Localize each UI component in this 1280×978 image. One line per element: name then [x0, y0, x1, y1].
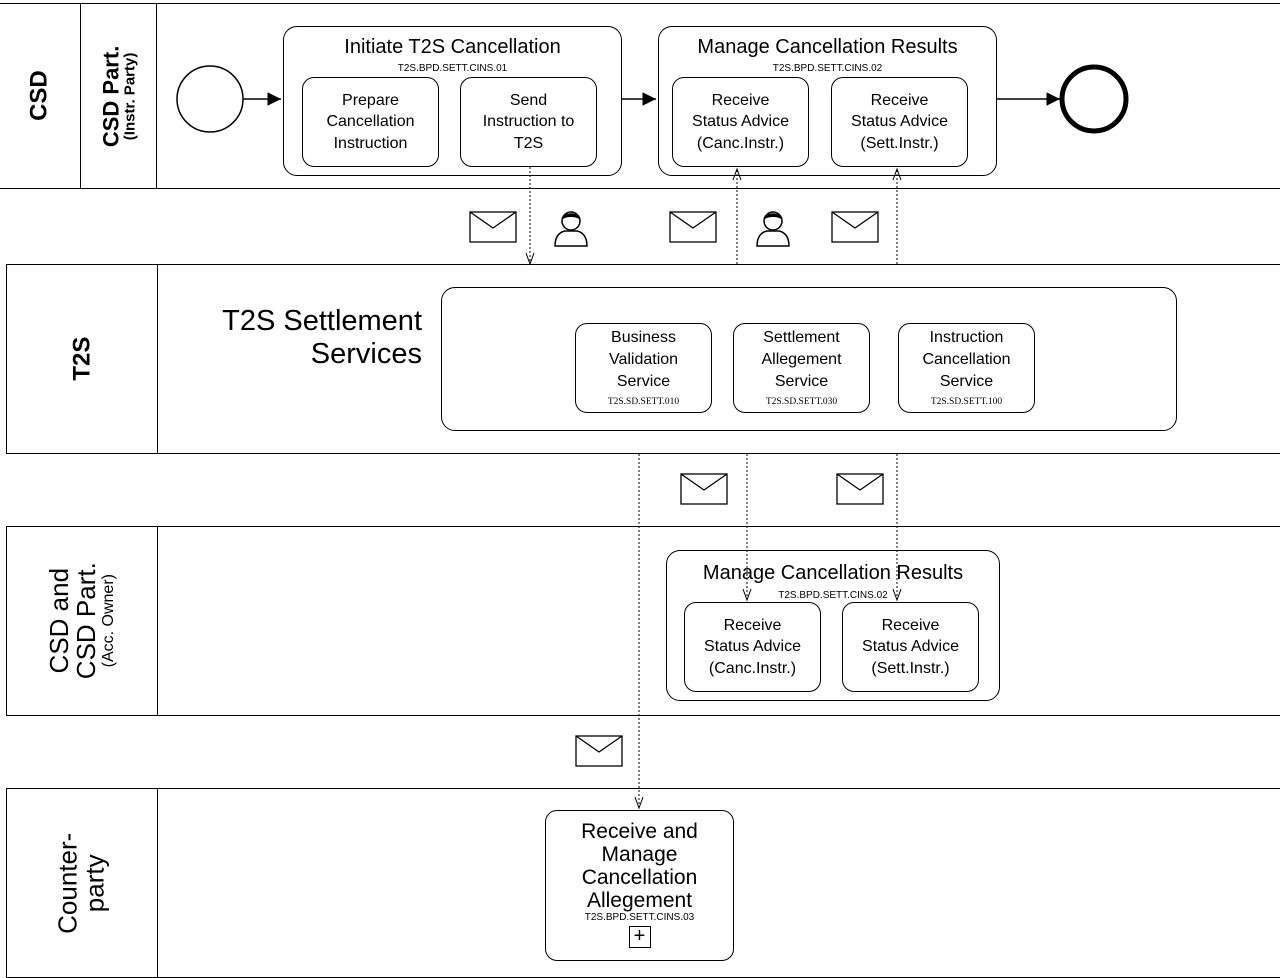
process-code: T2S.BPD.SETT.CINS.03: [584, 912, 695, 924]
csd-pool: CSD CSD Part. (Instr. Party): [0, 3, 1280, 189]
counterparty-label-line: Counter-: [52, 832, 83, 934]
acc-owner-receive-status-sett-task[interactable]: Receive Status Advice (Sett.Instr.): [842, 602, 979, 692]
acc-owner-receive-status-canc-task[interactable]: Receive Status Advice (Canc.Instr.): [684, 602, 821, 692]
acc-owner-label-line: CSD Part.: [71, 562, 102, 680]
service-label: Validation: [608, 351, 679, 369]
acc-owner-label-sub: (Acc. Owner): [99, 574, 117, 668]
acc-owner-manage-results-code: T2S.BPD.SETT.CINS.02: [778, 590, 888, 601]
person-icon: [554, 211, 588, 247]
service-label: Business: [611, 329, 676, 347]
task-label: (Canc.Instr.): [708, 659, 797, 677]
counterparty-pool-label: Counter- party: [7, 789, 158, 977]
person-icon: [756, 211, 790, 247]
task-label: Status Advice: [704, 638, 801, 656]
task-label: (Canc.Instr.): [696, 134, 785, 152]
t2s-pool-title: T2S: [68, 336, 96, 382]
settlement-allegement-service[interactable]: Settlement Allegement Service T2S.SD.SET…: [733, 323, 870, 413]
receive-manage-allegement-subprocess[interactable]: Receive and Manage Cancellation Allegeme…: [545, 810, 734, 961]
service-code: T2S.SD.SETT.030: [765, 396, 838, 407]
message-arrowhead: [525, 252, 535, 266]
acc-owner-pool-label: CSD and CSD Part. (Acc. Owner): [7, 527, 158, 715]
t2s-pool-label: T2S: [7, 265, 158, 453]
csd-part-lane-title: CSD Part.: [98, 45, 124, 147]
acc-owner-label-line: CSD and: [44, 568, 75, 674]
service-code: T2S.SD.SETT.100: [930, 396, 1003, 407]
service-label: Service: [939, 373, 994, 391]
initiate-cancellation-code: T2S.BPD.SETT.CINS.01: [397, 63, 508, 74]
envelope-icon: [831, 211, 879, 243]
task-label: (Sett.Instr.): [860, 134, 939, 152]
task-label: Cancellation: [326, 113, 415, 131]
csd-part-lane-label: CSD Part. (Instr. Party): [81, 4, 157, 188]
task-label: Instruction to: [482, 113, 575, 131]
service-code: T2S.SD.SETT.010: [607, 396, 680, 407]
title-line: Services: [310, 338, 422, 371]
envelope-icon: [575, 735, 623, 767]
process-label: Manage: [601, 843, 678, 867]
process-label: Cancellation: [581, 866, 698, 890]
manage-results-title: Manage Cancellation Results: [697, 36, 958, 58]
title-line: T2S Settlement: [222, 305, 422, 337]
task-label: Instruction: [333, 134, 408, 152]
t2s-pool: T2S: [6, 264, 1280, 454]
task-label: Prepare: [342, 91, 399, 109]
task-label: (Sett.Instr.): [871, 659, 950, 677]
receive-status-sett-task[interactable]: Receive Status Advice (Sett.Instr.): [831, 77, 968, 167]
task-label: Status Advice: [692, 113, 789, 131]
service-label: Instruction: [929, 329, 1004, 347]
service-label: Service: [616, 373, 671, 391]
acc-owner-manage-results-title: Manage Cancellation Results: [702, 562, 964, 584]
counterparty-label-line: party: [80, 854, 110, 912]
task-label: Status Advice: [851, 113, 948, 131]
task-label: Status Advice: [862, 638, 959, 656]
manage-results-code: T2S.BPD.SETT.CINS.02: [772, 63, 883, 74]
send-instruction-task[interactable]: Send Instruction to T2S: [460, 77, 597, 167]
envelope-icon: [836, 473, 884, 505]
envelope-icon: [680, 473, 728, 505]
task-label: Receive: [711, 91, 770, 109]
instruction-cancellation-service[interactable]: Instruction Cancellation Service T2S.SD.…: [898, 323, 1035, 413]
task-label: Receive: [881, 616, 940, 634]
csd-pool-title: CSD: [25, 70, 53, 122]
task-label: T2S: [513, 134, 544, 152]
envelope-icon: [669, 211, 717, 243]
service-label: Settlement: [763, 329, 840, 347]
task-label: Receive: [723, 616, 782, 634]
service-label: Cancellation: [922, 351, 1011, 369]
receive-status-canc-task[interactable]: Receive Status Advice (Canc.Instr.): [672, 77, 809, 167]
service-label: Service: [774, 373, 829, 391]
task-label: Receive: [870, 91, 929, 109]
process-label: Receive and: [581, 820, 698, 843]
envelope-icon: [469, 211, 517, 243]
t2s-services-title: T2S Settlement Services: [160, 305, 422, 372]
business-validation-service[interactable]: Business Validation Service T2S.SD.SETT.…: [575, 323, 712, 413]
csd-pool-label: CSD: [0, 4, 81, 188]
task-label: Send: [509, 91, 548, 109]
initiate-cancellation-title: Initiate T2S Cancellation: [344, 36, 561, 58]
csd-part-lane-subtitle: (Instr. Party): [121, 52, 139, 140]
collapsed-subprocess-marker[interactable]: +: [628, 926, 651, 949]
process-label: Allegement: [586, 889, 693, 913]
acc-owner-pool: CSD and CSD Part. (Acc. Owner): [6, 526, 1280, 716]
service-label: Allegement: [761, 351, 842, 369]
prepare-cancellation-task[interactable]: Prepare Cancellation Instruction: [302, 77, 439, 167]
